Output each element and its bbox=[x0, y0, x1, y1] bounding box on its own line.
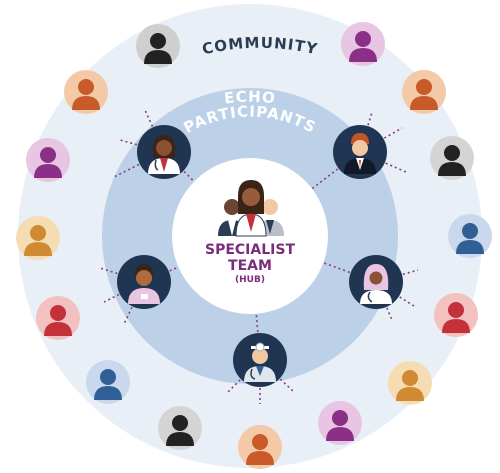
community-member-icon bbox=[136, 24, 180, 68]
community-member-icon bbox=[318, 401, 362, 445]
male-physician-icon bbox=[333, 125, 387, 179]
specialist-team-icon bbox=[218, 180, 284, 237]
community-member-icon bbox=[434, 293, 478, 337]
community-member-icon bbox=[388, 361, 432, 405]
connector-lines bbox=[99, 109, 419, 404]
female-doctor-icon bbox=[137, 125, 191, 179]
community-member-icon bbox=[430, 136, 474, 180]
community-member-icon bbox=[238, 425, 282, 469]
community-member-icon bbox=[36, 296, 80, 340]
community-members bbox=[16, 22, 492, 469]
participant-connector bbox=[279, 378, 295, 393]
hub-connector bbox=[169, 266, 179, 272]
participant-connector bbox=[383, 127, 403, 139]
participant-connector bbox=[144, 109, 154, 127]
community-member-icon bbox=[402, 70, 446, 114]
participant-connector bbox=[111, 163, 140, 179]
participant-connector bbox=[99, 267, 118, 275]
participant-connector bbox=[123, 306, 133, 325]
participant-nodes bbox=[117, 125, 403, 387]
community-member-icon bbox=[158, 406, 202, 450]
hub-connector bbox=[183, 170, 195, 183]
community-member-icon bbox=[341, 22, 385, 66]
hub-label: (HUB) bbox=[235, 275, 265, 285]
community-member-icon bbox=[16, 216, 60, 260]
hub-connector bbox=[255, 313, 259, 333]
echo-label: ECHO bbox=[223, 87, 277, 107]
participant-connector bbox=[386, 307, 393, 321]
nurse-icon bbox=[117, 255, 171, 309]
participant-connector bbox=[367, 111, 373, 126]
participant-connector bbox=[385, 162, 407, 173]
community-member-icon bbox=[26, 138, 70, 182]
hijab-clinician-icon bbox=[349, 255, 403, 309]
specialist-label: SPECIALIST bbox=[205, 242, 295, 258]
community-member-icon bbox=[86, 360, 130, 404]
doctor-headlamp-icon bbox=[233, 333, 287, 387]
team-label: TEAM bbox=[228, 258, 272, 274]
community-member-icon bbox=[64, 70, 108, 114]
hub-connector bbox=[311, 168, 339, 190]
community-member-icon bbox=[448, 214, 492, 258]
